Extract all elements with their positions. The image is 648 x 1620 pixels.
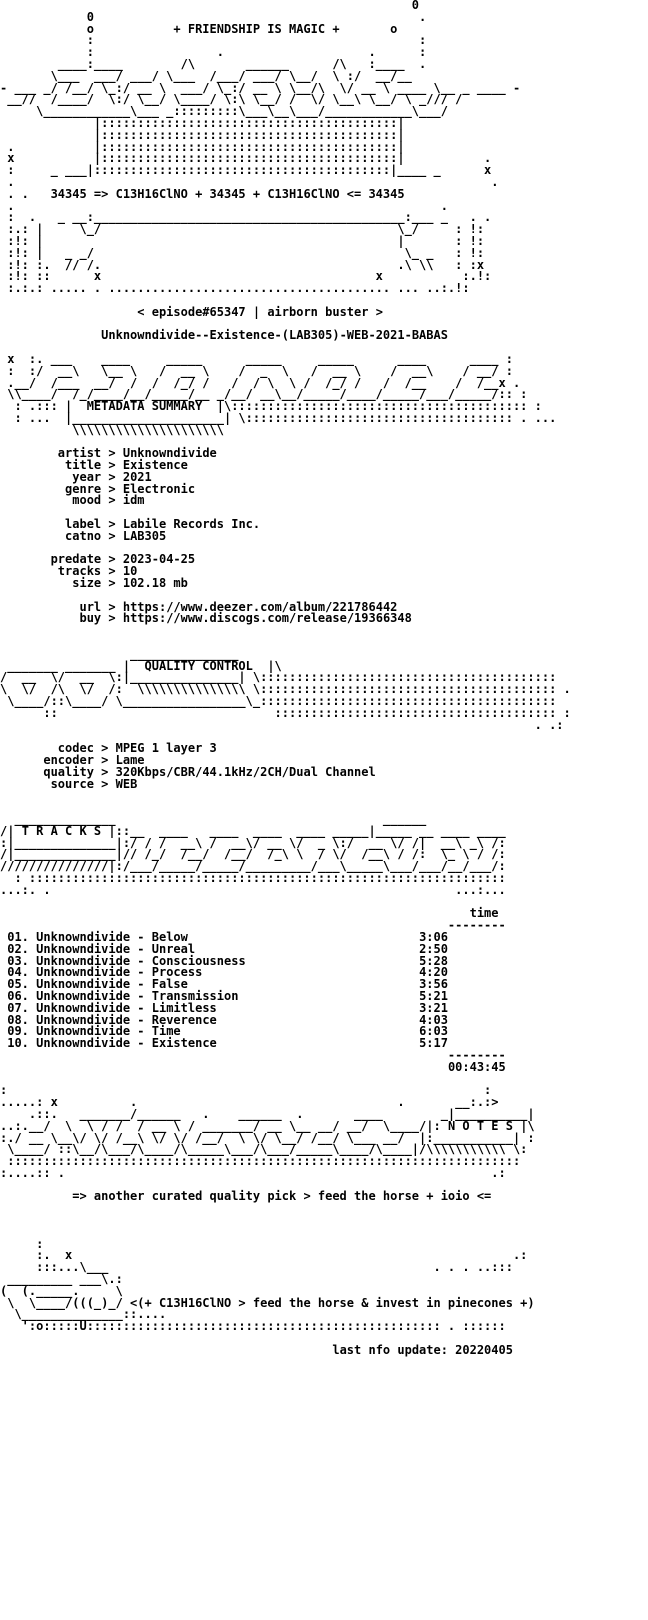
track-name: Unknowndivide - Below	[36, 929, 188, 944]
meta-mood-value: idm	[122, 493, 145, 508]
last-update: last nfo update: 20220405	[332, 1342, 513, 1357]
track-row: 05. Unknowndivide - False 3:56	[7, 977, 448, 991]
footer-tag: <(+ C13H16ClNO > feed the horse & invest…	[130, 1295, 535, 1310]
metadata-heading: METADATA SUMMARY	[86, 399, 203, 414]
meta-genre-value: Electronic	[122, 481, 196, 496]
track-time: 3:21	[419, 1000, 448, 1015]
meta-artist-label: artist	[57, 446, 102, 461]
track-num: 09.	[7, 1024, 29, 1039]
track-name: Unknowndivide - Reverence	[36, 1012, 217, 1027]
quality-source-label: source	[50, 776, 94, 791]
quality-quality-label: quality	[43, 764, 94, 779]
track-num: 08.	[7, 1012, 29, 1027]
track-num: 06.	[7, 988, 29, 1003]
meta-url-label: url	[79, 599, 102, 614]
meta-year-value: 2021	[122, 469, 152, 484]
track-row: 02. Unknowndivide - Unreal 2:50	[7, 942, 448, 956]
total-time: 00:43:45	[447, 1059, 506, 1074]
track-row: 09. Unknowndivide - Time 6:03	[7, 1024, 448, 1038]
meta-size-label: size	[72, 576, 102, 591]
track-name: Unknowndivide - Existence	[36, 1036, 217, 1051]
meta-buy-label: buy	[79, 611, 102, 626]
track-name: Unknowndivide - Consciousness	[36, 953, 246, 968]
track-row: 10. Unknowndivide - Existence 5:17	[7, 1036, 448, 1050]
header-line: + FRIENDSHIP IS MAGIC +	[173, 21, 340, 36]
meta-mood-label: mood	[72, 493, 102, 508]
nfo-text: 0 0 . o + FRIENDSHIP IS MAGIC + o : : :	[0, 0, 571, 1357]
track-name: Unknowndivide - Unreal	[36, 941, 196, 956]
track-num: 04.	[7, 965, 29, 980]
track-row: 07. Unknowndivide - Limitless 3:21	[7, 1001, 448, 1015]
track-row: 01. Unknowndivide - Below 3:06	[7, 930, 448, 944]
meta-size-value: 102.18 mb	[122, 576, 188, 591]
quality-source-value: WEB	[115, 776, 138, 791]
track-num: 01.	[7, 929, 29, 944]
track-time: 3:56	[419, 977, 448, 992]
quality-encoder-value: Lame	[115, 753, 145, 767]
meta-title-value: Existence	[122, 458, 188, 473]
track-name: Unknowndivide - False	[36, 977, 188, 992]
track-name: Unknowndivide - Time	[36, 1024, 181, 1039]
ascii-art: 0	[187, 0, 420, 12]
track-time: 5:21	[419, 988, 448, 1003]
quality-codec-value: MPEG 1 layer 3	[115, 741, 217, 756]
track-num: 05.	[7, 977, 29, 992]
episode-line: < episode#65347 | airborn buster >	[137, 304, 383, 319]
track-row: 03. Unknowndivide - Consciousness 5:28	[7, 954, 448, 968]
time-header: time	[469, 906, 499, 921]
track-time: 4:03	[419, 1012, 448, 1027]
track-row: 08. Unknowndivide - Reverence 4:03	[7, 1013, 448, 1027]
track-name: Unknowndivide - Transmission	[36, 988, 239, 1003]
quality-codec-label: codec	[57, 741, 94, 756]
meta-catno-value: LAB305	[122, 528, 167, 543]
track-name: Unknowndivide - Limitless	[36, 1000, 217, 1015]
meta-artist-value: Unknowndivide	[122, 446, 217, 461]
quality-encoder-label: encoder	[43, 753, 94, 767]
track-time: 2:50	[419, 941, 448, 956]
notes-heading: N O T E S	[447, 1118, 513, 1133]
meta-label-value: Labile Records Inc.	[122, 517, 261, 532]
track-time: 4:20	[419, 965, 448, 980]
track-row: 04. Unknowndivide - Process 4:20	[7, 965, 448, 979]
track-num: 07.	[7, 1000, 29, 1015]
meta-tracks-label: tracks	[57, 564, 102, 579]
meta-title-label: title	[65, 458, 102, 473]
release-name: Unknowndivide--Existence-(LAB305)-WEB-20…	[101, 328, 448, 343]
track-time: 3:06	[419, 929, 448, 944]
meta-tracks-value: 10	[122, 564, 138, 579]
track-num: 10.	[7, 1036, 29, 1051]
notes-line: => another curated quality pick > feed t…	[72, 1189, 492, 1204]
meta-year-label: year	[72, 469, 102, 484]
track-num: 03.	[7, 953, 29, 968]
meta-buy-link[interactable]: https://www.discogs.com/release/19366348	[122, 611, 412, 626]
meta-url-link[interactable]: https://www.deezer.com/album/221786442	[122, 599, 398, 614]
track-row: 06. Unknowndivide - Transmission 5:21	[7, 989, 448, 1003]
track-time: 5:28	[419, 953, 448, 968]
meta-predate-value: 2023-04-25	[122, 552, 196, 567]
track-time: 6:03	[419, 1024, 448, 1039]
track-num: 02.	[7, 941, 29, 956]
quality-heading: QUALITY CONTROL	[144, 658, 253, 673]
track-name: Unknowndivide - Process	[36, 965, 203, 980]
meta-genre-label: genre	[65, 481, 102, 496]
tracks-heading: T R A C K S	[21, 823, 102, 838]
meta-catno-label: catno	[65, 528, 102, 543]
quality-quality-value: 320Kbps/CBR/44.1kHz/2CH/Dual Channel	[115, 764, 376, 779]
formula-line: 34345 => C13H16ClNO + 34345 + C13H16ClNO…	[50, 186, 405, 201]
meta-predate-label: predate	[50, 552, 102, 567]
track-time: 5:17	[419, 1036, 448, 1051]
meta-label-label: label	[65, 517, 102, 532]
